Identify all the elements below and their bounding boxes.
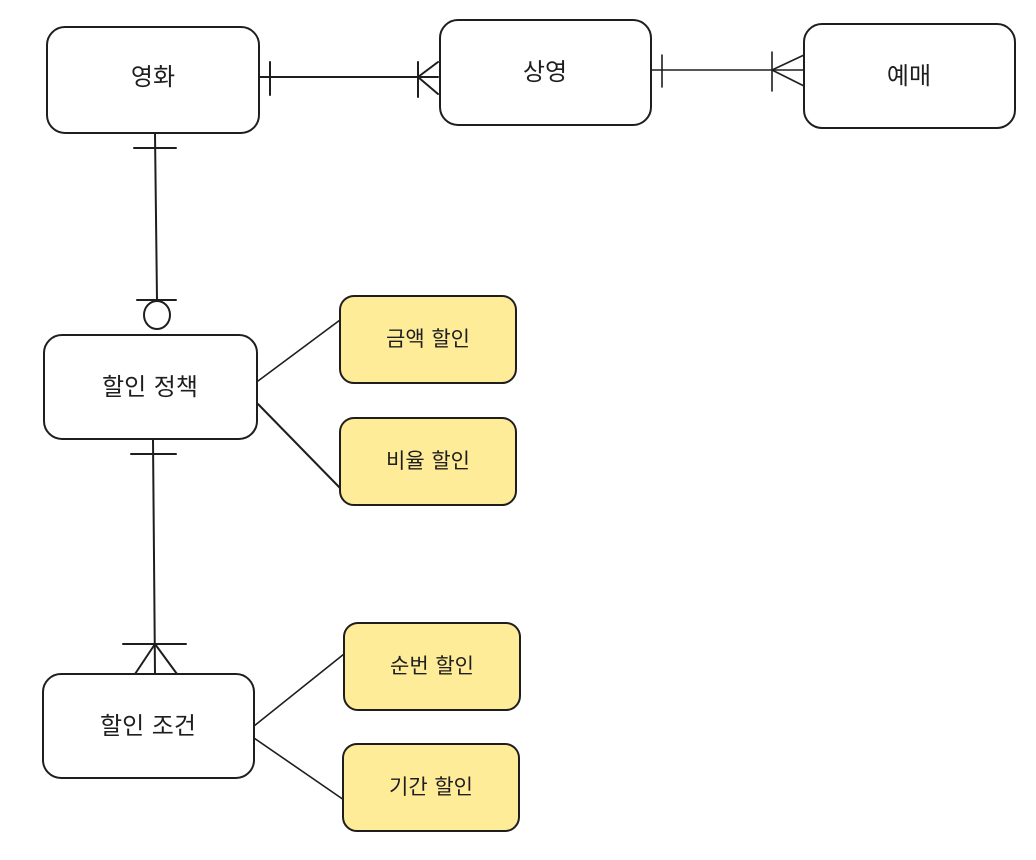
entity-booking-label: 예매 (887, 62, 931, 90)
entity-movie-label: 영화 (131, 63, 175, 91)
entity-discount-policy-label: 할인 정책 (102, 373, 198, 401)
subtype-percent-discount[interactable]: 비율 할인 (339, 417, 517, 506)
entity-discount-condition[interactable]: 할인 조건 (42, 673, 255, 779)
entity-discount-condition-label: 할인 조건 (100, 712, 196, 740)
crowfoot-lower (771, 69, 805, 87)
crowfoot-upper (771, 54, 805, 71)
subtype-percent-discount-label: 비율 할인 (386, 449, 470, 473)
edge-condition-sequence (253, 653, 345, 727)
edge-screening-booking (651, 51, 805, 92)
zero-circle (143, 300, 171, 330)
edge-policy-percent (257, 403, 341, 489)
edge-condition-period (253, 737, 345, 801)
entity-screening-label: 상영 (523, 58, 567, 86)
subtype-amount-discount-label: 금액 할인 (386, 327, 470, 351)
entity-movie[interactable]: 영화 (46, 26, 260, 134)
edge-movie-screening (259, 61, 439, 98)
crowfoot-upper (417, 61, 439, 78)
crowfoot-left (134, 643, 156, 675)
crowfoot-lower (417, 76, 439, 95)
edge-movie-discount-policy (133, 133, 177, 330)
subtype-sequence-discount-label: 순번 할인 (390, 654, 474, 678)
subtype-sequence-discount[interactable]: 순번 할인 (343, 622, 521, 711)
edge-policy-condition (122, 439, 187, 675)
entity-screening[interactable]: 상영 (439, 19, 652, 126)
entity-booking[interactable]: 예매 (803, 23, 1016, 129)
edge-policy-amount (257, 319, 341, 382)
entity-discount-policy[interactable]: 할인 정책 (43, 334, 258, 440)
crowfoot-right (154, 643, 178, 675)
subtype-period-discount-label: 기간 할인 (389, 775, 473, 799)
subtype-period-discount[interactable]: 기간 할인 (342, 743, 520, 832)
subtype-amount-discount[interactable]: 금액 할인 (339, 295, 517, 384)
